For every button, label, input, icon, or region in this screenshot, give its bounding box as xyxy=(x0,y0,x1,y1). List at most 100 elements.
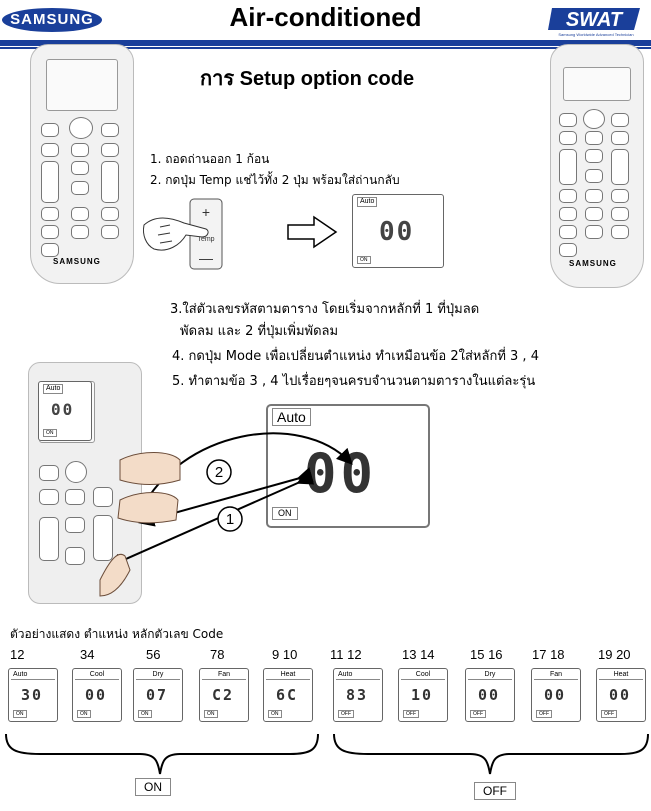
svg-text:+: + xyxy=(202,204,210,220)
right-display-off-button xyxy=(611,207,629,221)
right-quiet-button xyxy=(611,131,629,145)
timer-up-button xyxy=(71,207,89,221)
code-position-label: 12 xyxy=(10,647,25,662)
temp-rocker xyxy=(41,161,59,203)
svg-text:Samsung Worldwide Advanced Tec: Samsung Worldwide Advanced Technician xyxy=(558,32,633,37)
step-3-line1: 3.ใส่ตัวเลขรหัสตามตาราง โดยเริ่มจากหลักท… xyxy=(170,302,480,317)
closeup-display-state: ON xyxy=(43,429,57,437)
code-position-label: 19 20 xyxy=(598,647,631,662)
callout-2: 2 xyxy=(206,459,232,485)
group-braces xyxy=(5,733,649,775)
right-jetcool-button xyxy=(559,243,577,257)
code-position-label: 17 18 xyxy=(532,647,565,662)
swing-button xyxy=(71,161,89,175)
display-state: ON xyxy=(357,256,371,264)
closeup-swing-button xyxy=(65,517,85,533)
remote-left-screen xyxy=(46,59,118,111)
instruction-arrows xyxy=(99,432,353,597)
code-lcd-digits: 00 xyxy=(478,686,501,704)
step-5: 5. ทำตามข้อ 3 , 4 ไปเรื่อยๆจนครบจำนวนตาม… xyxy=(172,374,536,389)
quiet-button xyxy=(71,143,89,157)
remote-right: SAMSUNG xyxy=(550,44,644,288)
on-timer-button xyxy=(41,207,59,221)
closeup-display-digits: 00 xyxy=(51,400,75,419)
remote-right-screen xyxy=(563,67,631,101)
remote-right-brand: SAMSUNG xyxy=(569,259,617,268)
code-lcd-mode: Dry xyxy=(468,671,512,680)
code-lcd-state: ON xyxy=(77,710,91,718)
off-timer-button xyxy=(41,225,59,239)
code-lcd-mode: Fan xyxy=(202,671,246,680)
closeup-turbo-button xyxy=(39,489,59,505)
samsung-logo: SAMSUNG xyxy=(2,8,102,32)
right-temp-rocker xyxy=(559,149,577,185)
right-mode-button xyxy=(611,113,629,127)
hand-pressing-temp-illustration: + — Temp xyxy=(143,198,223,270)
code-position-label: 13 14 xyxy=(402,647,435,662)
code-position-label: 15 16 xyxy=(470,647,503,662)
code-lcd-mode: Auto xyxy=(336,671,380,680)
svg-text:—: — xyxy=(199,250,213,266)
section-subtitle: การ Setup option code xyxy=(200,68,415,90)
step-1: 1. ถอดถ่านออก 1 ก้อน xyxy=(150,152,270,166)
right-light-button xyxy=(585,169,603,183)
auto-clean-button xyxy=(101,143,119,157)
right-power-ring-button xyxy=(559,113,577,127)
right-good-sleep-button xyxy=(611,189,629,203)
turbo-button xyxy=(41,143,59,157)
mode-button xyxy=(101,123,119,137)
timer-down-button xyxy=(71,225,89,239)
closeup-power-button xyxy=(65,461,87,483)
code-lcd-mode: Dry xyxy=(136,671,180,680)
right-off-timer-button xyxy=(585,225,603,239)
callout-1: 1 xyxy=(217,506,243,532)
code-lcd-state: OFF xyxy=(601,710,617,718)
code-lcd-mode: Auto xyxy=(11,671,55,680)
code-lcd-mode: Cool xyxy=(401,671,445,680)
code-position-label: 34 xyxy=(80,647,95,662)
header-rule xyxy=(0,40,651,46)
code-lcd-state: OFF xyxy=(403,710,419,718)
callout-1-number: 1 xyxy=(226,511,234,528)
display-mode: Auto xyxy=(357,197,378,207)
code-position-label: 56 xyxy=(146,647,161,662)
closeup-display: Auto 00 ON xyxy=(38,381,92,441)
smart-saver-button xyxy=(41,123,59,137)
swat-logo: SWAT Samsung Worldwide Advanced Technici… xyxy=(548,8,640,37)
swat-logo-text: SWAT xyxy=(566,9,624,31)
code-lcd-state: ON xyxy=(204,710,218,718)
display-after-step2: Auto 00 ON xyxy=(352,194,444,268)
right-smart-saver-button xyxy=(559,131,577,145)
right-fan-rocker xyxy=(611,149,629,185)
step-3-line2: พัดลม และ 2 ที่ปุ่มเพิ่มพัดลม xyxy=(180,324,339,339)
code-lcd-digits: 6C xyxy=(276,686,299,704)
code-lcd-state: OFF xyxy=(470,710,486,718)
code-lcd-state: OFF xyxy=(338,710,354,718)
code-lcd-digits: 07 xyxy=(146,686,169,704)
cancel-button xyxy=(101,225,119,239)
step-4: 4. กดปุ่ม Mode เพื่อเปลี่ยนตำแหน่ง ทำเหม… xyxy=(172,349,539,364)
fan-rocker xyxy=(101,161,119,203)
arrow-right-icon xyxy=(287,215,338,249)
header-rule-thin xyxy=(0,47,651,49)
closeup-display-mode: Auto xyxy=(43,384,64,394)
power-button xyxy=(69,117,93,139)
code-lcd-digits: 30 xyxy=(21,686,44,704)
group-on-label: ON xyxy=(135,778,171,796)
code-position-label: 78 xyxy=(210,647,225,662)
group-off-label: OFF xyxy=(474,782,516,800)
code-lcd-state: OFF xyxy=(536,710,552,718)
example-label: ตัวอย่างแสดง ตำแหน่ง หลักตัวเลข Code xyxy=(10,627,224,641)
closeup-smart-saver-button xyxy=(39,465,59,481)
temp-label: Temp xyxy=(197,236,214,243)
remote-left: SAMSUNG xyxy=(30,44,134,284)
code-lcd-digits: 10 xyxy=(411,686,434,704)
